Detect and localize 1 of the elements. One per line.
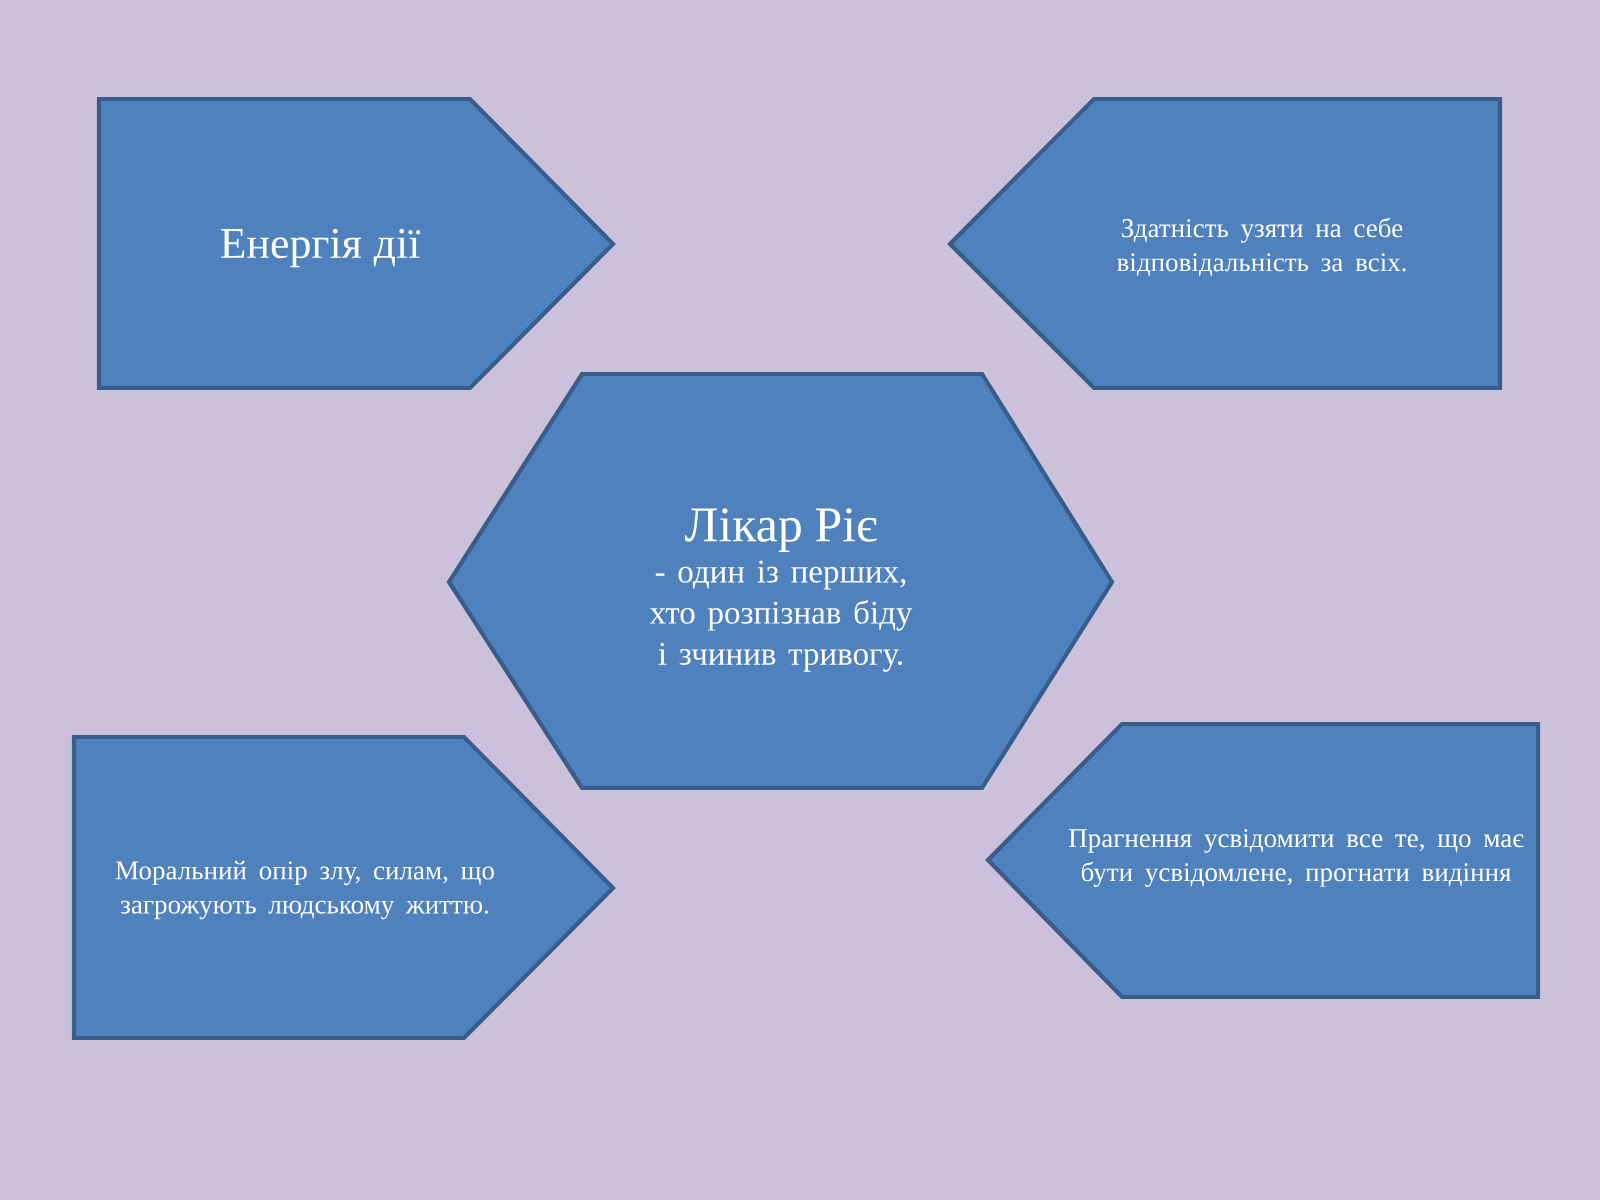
hexagon: Лікар Ріє - один із перших, хто розпізнав біду і зчинив тривогу. [446, 371, 1115, 791]
